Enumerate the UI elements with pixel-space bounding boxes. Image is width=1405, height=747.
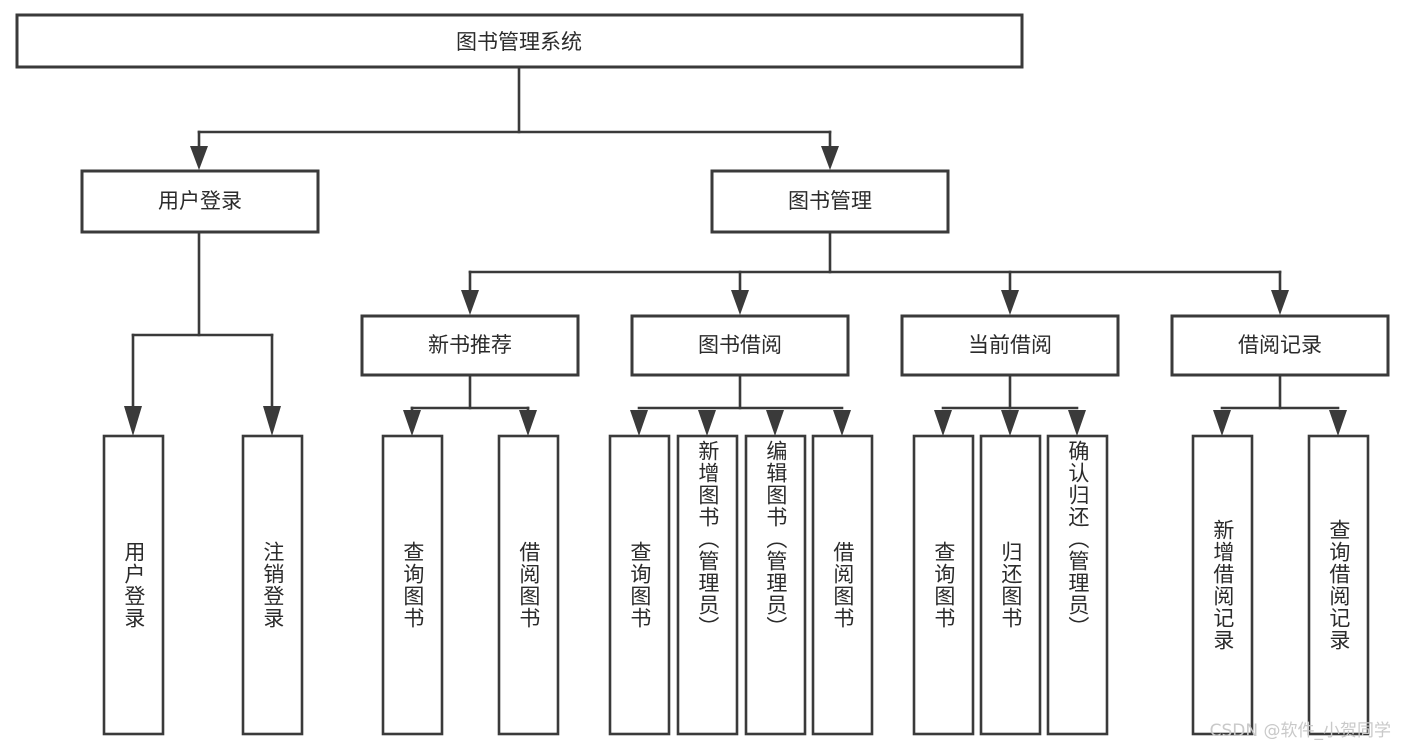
- current-borrow-label: 当前借阅: [968, 333, 1052, 357]
- book-manage-box[interactable]: [710, 169, 950, 234]
- arrowhead-book-manage: [821, 146, 839, 170]
- arrowhead-borrow-record: [1271, 290, 1289, 315]
- leaf-box-query-book-3[interactable]: [912, 434, 975, 736]
- leaf-box-query-book-2[interactable]: [608, 434, 671, 736]
- arrowhead-leaf-return-book: [1001, 410, 1019, 436]
- leaf-box-edit-book[interactable]: [744, 434, 807, 736]
- borrow-record-box[interactable]: [1170, 314, 1390, 377]
- node-user-login[interactable]: 用户登录: [80, 169, 320, 234]
- leaf-box-query-book-1[interactable]: [381, 434, 444, 736]
- borrow-record-label: 借阅记录: [1238, 333, 1322, 357]
- leaf-box-return-book[interactable]: [979, 434, 1042, 736]
- new-book-recommend-label: 新书推荐: [428, 333, 512, 357]
- book-borrow-box[interactable]: [630, 314, 850, 377]
- current-borrow-box[interactable]: [900, 314, 1120, 377]
- book-borrow-label: 图书借阅: [698, 333, 782, 357]
- user-login-box[interactable]: [80, 169, 320, 234]
- node-root[interactable]: 图书管理系统: [15, 13, 1024, 69]
- arrowhead-leaf-query-book-3: [934, 410, 952, 436]
- node-borrow-record[interactable]: 借阅记录: [1170, 314, 1390, 377]
- node-book-manage[interactable]: 图书管理: [710, 169, 950, 234]
- node-new-book-recommend[interactable]: 新书推荐: [360, 314, 580, 377]
- arrowhead-leaf-add-book: [698, 410, 716, 436]
- arrowhead-new-book: [461, 290, 479, 315]
- leaf-box-user-login[interactable]: [102, 434, 165, 736]
- arrowhead-leaf-query-book-1: [403, 410, 421, 436]
- user-login-label: 用户登录: [158, 189, 242, 213]
- arrowhead-leaf-logout-login: [263, 406, 281, 436]
- node-book-borrow[interactable]: 图书借阅: [630, 314, 850, 377]
- arrowhead-leaf-add-record: [1213, 410, 1231, 436]
- arrowhead-leaf-borrow-book-2: [833, 410, 851, 436]
- node-current-borrow[interactable]: 当前借阅: [900, 314, 1120, 377]
- arrowhead-book-borrow: [731, 290, 749, 315]
- new-book-recommend-box[interactable]: [360, 314, 580, 377]
- root-box[interactable]: [15, 13, 1024, 69]
- arrowhead-leaf-edit-book: [766, 410, 784, 436]
- arrowhead-leaf-confirm-return: [1068, 410, 1086, 436]
- arrowhead-leaf-query-book-2: [630, 410, 648, 436]
- leaf-box-query-record[interactable]: [1307, 434, 1370, 736]
- book-manage-label: 图书管理: [788, 189, 872, 213]
- leaf-box-borrow-book-1[interactable]: [497, 434, 560, 736]
- leaf-box-logout-login[interactable]: [241, 434, 304, 736]
- connector-group: [124, 65, 1347, 436]
- arrowhead-current-borrow: [1001, 290, 1019, 315]
- leaf-boxes-group: [102, 434, 1370, 736]
- root-label: 图书管理系统: [456, 30, 582, 54]
- leaf-box-borrow-book-2[interactable]: [811, 434, 874, 736]
- arrowhead-leaf-user-login: [124, 406, 142, 436]
- leaf-box-add-book[interactable]: [676, 434, 739, 736]
- leaf-box-add-record[interactable]: [1191, 434, 1254, 736]
- leaf-box-confirm-return[interactable]: [1046, 434, 1109, 736]
- arrowhead-user-login: [190, 146, 208, 170]
- arrowhead-leaf-query-record: [1329, 410, 1347, 436]
- arrowhead-leaf-borrow-book-1: [519, 410, 537, 436]
